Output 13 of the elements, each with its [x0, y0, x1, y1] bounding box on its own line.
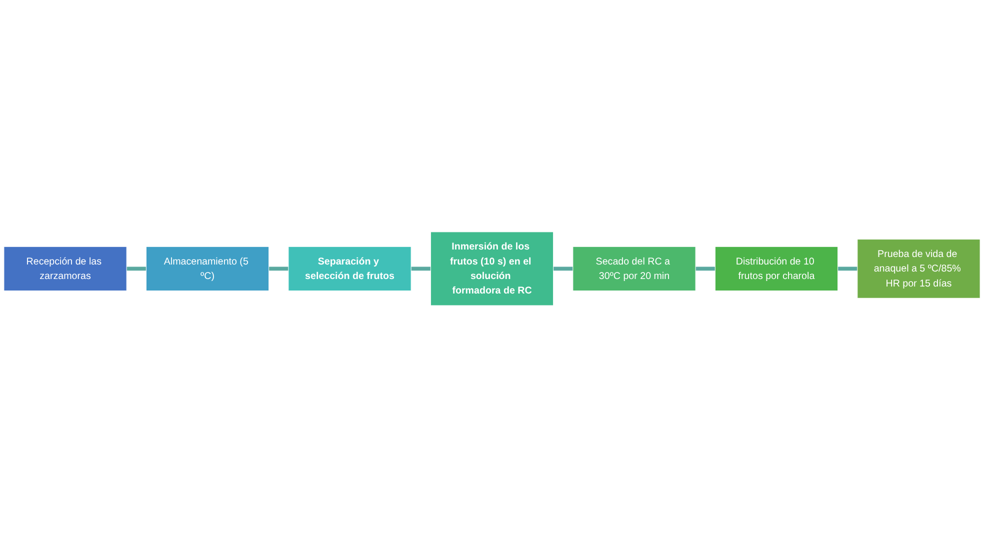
node-box: Secado del RC a 30ºC por 20 min	[572, 246, 696, 292]
node-box: Prueba de vida de anaquel a 5 ºC/85% HR por 15 días	[857, 239, 980, 299]
connector	[552, 267, 574, 271]
connector	[126, 267, 147, 271]
node-box: Recepción de las zarzamoras	[4, 246, 127, 292]
node-box: Distribución de 10 frutos por charola	[714, 246, 838, 292]
connector	[410, 267, 432, 271]
node-box: Inmersión de los frutos (10 s) en el solución formadora de RC	[430, 232, 554, 306]
connector	[268, 267, 289, 271]
node-box: Almacenamiento (5 ºC)	[146, 246, 270, 292]
connector	[837, 267, 858, 271]
connector	[695, 267, 716, 271]
node-box: Separación y selección de frutos	[288, 246, 412, 292]
